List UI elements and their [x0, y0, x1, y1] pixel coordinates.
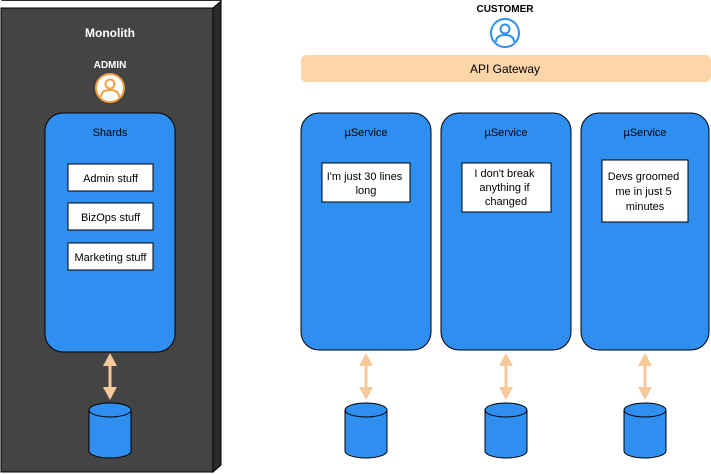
bidirectional-arrow: [359, 353, 373, 400]
monolith-block: Monolith ADMIN Shards Admin stuff BizOps…: [0, 0, 222, 474]
customer-label: CUSTOMER: [476, 4, 534, 15]
shard-item: Admin stuff: [67, 163, 154, 192]
shard-item-label: BizOps stuff: [81, 212, 141, 224]
shard-item-label: Admin stuff: [83, 173, 139, 185]
database-icon: [344, 402, 388, 459]
database-icon: [484, 402, 528, 459]
bidirectional-arrow: [103, 353, 117, 400]
shards-title: Shards: [93, 127, 128, 139]
microservice-box: [300, 112, 432, 351]
bidirectional-arrow: [499, 353, 513, 400]
microservice-note: [601, 159, 689, 223]
microservice-title: µService: [484, 127, 527, 139]
shard-item-label: Marketing stuff: [75, 252, 148, 264]
microservice-note: [321, 162, 411, 203]
microservice-note-text: I don't break anything if changed: [474, 168, 537, 208]
microservice-column: µService Devs groomed me in just 5 minut…: [580, 112, 710, 459]
microservice-column: µService I'm just 30 lines long: [300, 112, 432, 459]
admin-user-icon: [95, 73, 125, 103]
database-icon: [88, 402, 132, 459]
api-gateway: API Gateway: [301, 55, 711, 82]
customer-user-icon: [490, 18, 520, 48]
microservice-note: [461, 162, 552, 213]
monolith-3d-top: [1, 0, 222, 1]
api-gateway-label: API Gateway: [470, 62, 540, 76]
monolith-3d-side: [212, 0, 222, 474]
microservice-title: µService: [623, 127, 666, 139]
microservice-box: [580, 112, 710, 351]
microservice-column: µService I don't break anything if chang…: [440, 112, 572, 459]
shards-container: [44, 112, 176, 353]
database-icon: [623, 402, 667, 459]
monolith-title: Monolith: [85, 26, 135, 40]
microservice-note-text: Devs groomed me in just 5 minutes: [608, 171, 683, 213]
microservice-note-text: I'm just 30 lines long: [327, 171, 406, 197]
microservice-title: µService: [344, 127, 387, 139]
bidirectional-arrow: [638, 353, 652, 400]
microservice-box: [440, 112, 572, 351]
shard-item: Marketing stuff: [67, 242, 154, 271]
shard-item: BizOps stuff: [67, 202, 154, 231]
admin-label: ADMIN: [94, 60, 127, 71]
